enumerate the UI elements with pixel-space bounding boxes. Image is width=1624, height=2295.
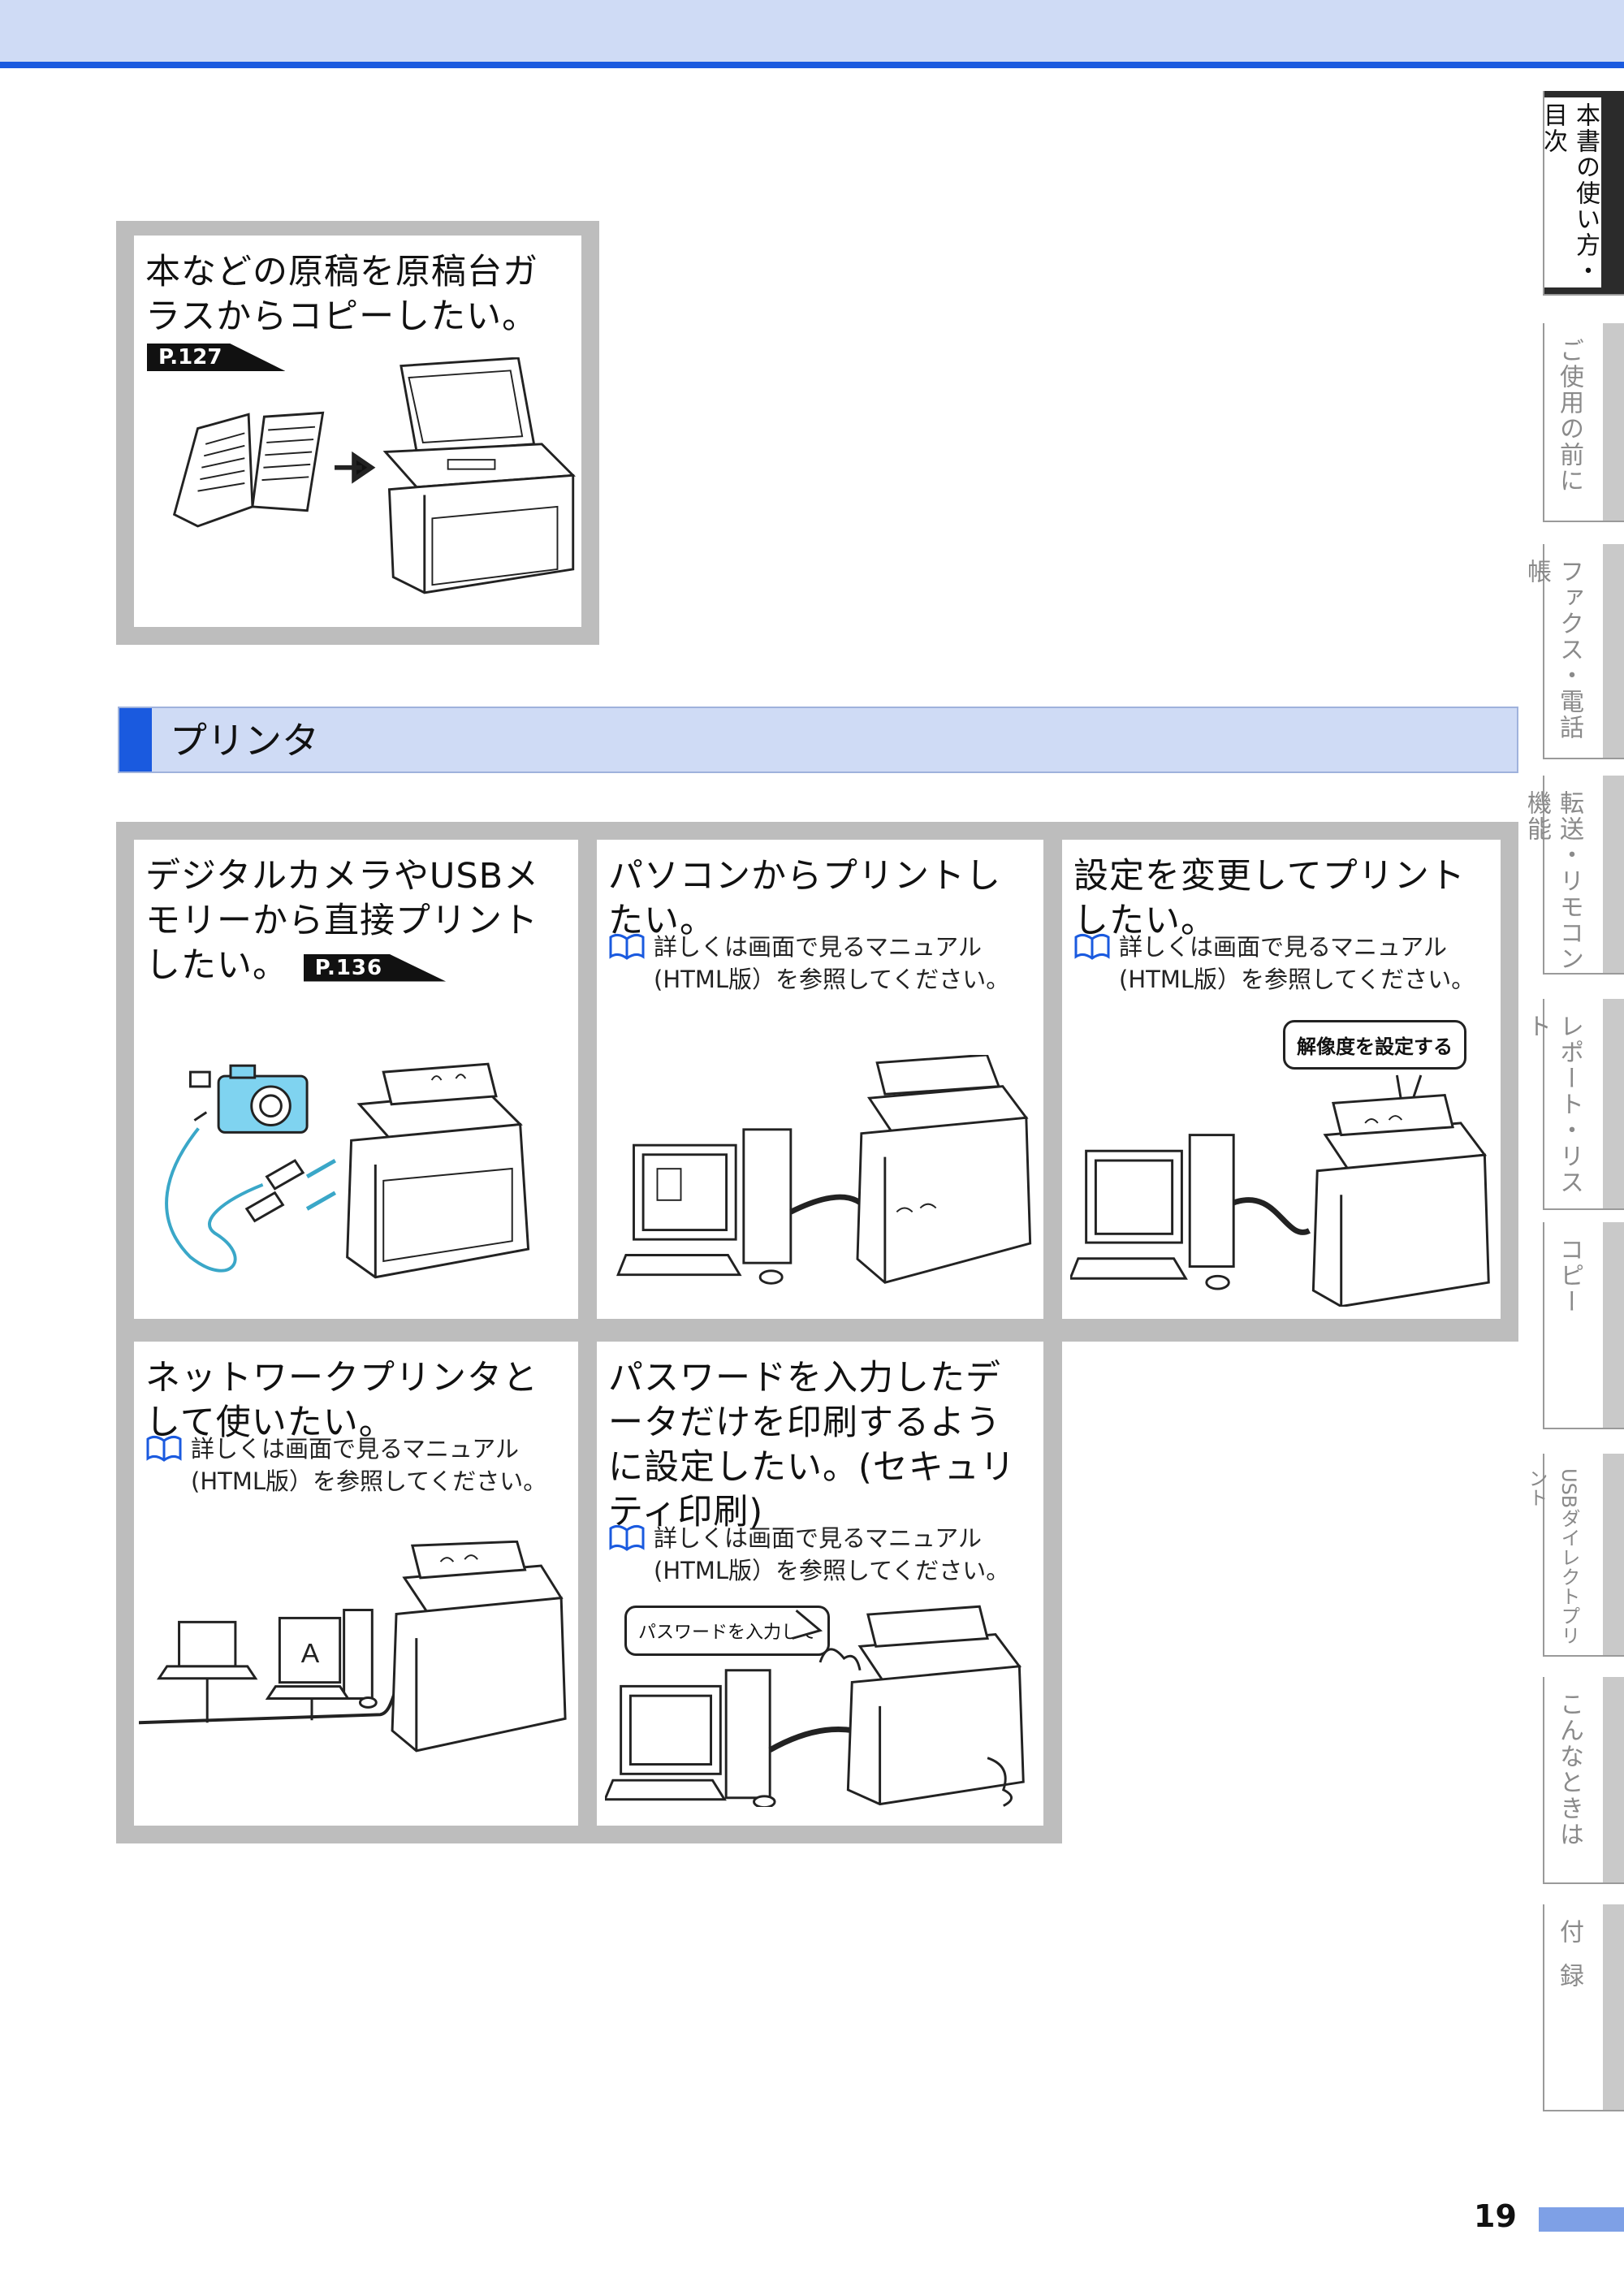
manual-book-icon — [609, 1524, 645, 1551]
manual-note: 詳しくは画面で見るマニュアル (HTML版）を参照してください。 — [1073, 931, 1496, 996]
manual-book-icon — [146, 1435, 182, 1462]
top-header-band — [0, 0, 1624, 68]
page-number: 19 — [1474, 2198, 1517, 2234]
manual-book-icon — [609, 933, 645, 960]
laptop-icon — [156, 1620, 258, 1680]
card-title: パスワードを入力したデータだけを印刷するように設定したい。(セキュリティ印刷) — [608, 1358, 1016, 1532]
card-title: ネットワークプリンタとして使いたい。 — [145, 1358, 538, 1443]
computer-icon — [605, 1669, 776, 1807]
manual-book-icon — [1074, 933, 1110, 960]
camera-icon — [188, 1064, 309, 1134]
page-number-strip — [1539, 2207, 1624, 2232]
usb-cable-icon — [165, 1111, 264, 1273]
tab-label: コピー — [1555, 1237, 1583, 1315]
card-title: 設定を変更してプリントしたい。 — [1073, 856, 1466, 941]
card-title: パソコンからプリントしたい。 — [608, 856, 1001, 941]
copy-card-title: 本などの原稿を原稿台ガラスからコピーしたい。 — [145, 252, 538, 337]
speech-bubble: 解像度を設定する — [1283, 1020, 1466, 1070]
tab-forward-remote[interactable]: 転送・リモコン機能 — [1522, 776, 1624, 975]
camera-usb-printer-illustration — [165, 1062, 530, 1279]
card-network-printer: ネットワークプリンタとして使いたい。 詳しくは画面で見るマニュアル (HTML版… — [134, 1342, 578, 1826]
copy-card: 本などの原稿を原稿台ガラスからコピーしたい。 P.127 — [134, 236, 581, 627]
tab-label: ご使用の前に — [1555, 338, 1583, 494]
tab-before-use[interactable]: ご使用の前に — [1543, 323, 1624, 522]
printer-character-icon — [1311, 1093, 1490, 1307]
tab-label: レポート・リスト — [1522, 1014, 1583, 1195]
open-book-icon — [172, 411, 325, 528]
printer-character-icon — [856, 1055, 1032, 1284]
tab-label: ファクス・電話帳 — [1522, 559, 1583, 741]
desktop-computer-icon — [265, 1609, 378, 1709]
manual-note: 詳しくは画面で見るマニュアル (HTML版）を参照してください。 — [608, 1522, 1039, 1587]
section-title: プリンタ — [170, 719, 319, 763]
tab-label: 転送・リモコン機能 — [1522, 790, 1583, 972]
manual-note: 詳しくは画面で見るマニュアル (HTML版）を参照してください。 — [145, 1433, 573, 1498]
computer-icon — [616, 1128, 793, 1285]
tab-label: こんなときは — [1555, 1692, 1583, 1848]
tab-label: 付録 — [1555, 1919, 1583, 2007]
usb-memory-icon — [244, 1159, 305, 1223]
printer-character-icon — [346, 1062, 530, 1279]
tab-label: 本書の使い方・目次 — [1539, 97, 1601, 287]
tab-appendix[interactable]: 付録 — [1543, 1904, 1624, 2111]
card-settings-print: 設定を変更してプリントしたい。 詳しくは画面で見るマニュアル (HTML版）を参… — [1062, 840, 1501, 1319]
card-secure-print: パスワードを入力したデータだけを印刷するように設定したい。(セキュリティ印刷) … — [597, 1342, 1043, 1826]
tab-usb-direct-print[interactable]: USBダイレクトプリント — [1525, 1454, 1624, 1657]
card-title: デジタルカメラやUSBメモリーから直接プリントしたい。 P.136 — [145, 856, 540, 986]
tab-manual-contents[interactable]: 本書の使い方・目次 — [1539, 91, 1624, 296]
password-print-illustration — [605, 1605, 1025, 1807]
computer-icon — [1070, 1134, 1235, 1290]
copy-card-frame: 本などの原稿を原稿台ガラスからコピーしたい。 P.127 — [116, 221, 599, 645]
card-direct-print: デジタルカメラやUSBメモリーから直接プリントしたい。 P.136 — [134, 840, 578, 1319]
tab-label: USBダイレクトプリント — [1525, 1468, 1580, 1645]
printer-character-icon — [391, 1541, 567, 1753]
card-pc-print: パソコンからプリントしたい。 詳しくは画面で見るマニュアル (HTML版）を参照… — [597, 840, 1043, 1319]
printer-character-icon — [818, 1605, 1025, 1807]
arrow-right-icon — [335, 451, 376, 484]
book-to-scanner-illustration — [172, 357, 576, 594]
pc-printer-settings-illustration — [1070, 1074, 1490, 1307]
page-ref-badge[interactable]: P.136 — [303, 953, 447, 982]
cable-line — [1233, 1197, 1311, 1235]
tab-fax-phonebook[interactable]: ファクス・電話帳 — [1522, 544, 1624, 759]
pc-printer-illustration — [616, 1055, 1032, 1285]
tab-copy[interactable]: コピー — [1543, 1222, 1624, 1429]
manual-note: 詳しくは画面で見るマニュアル (HTML版）を参照してください。 — [608, 931, 1039, 996]
tab-troubleshooting[interactable]: こんなときは — [1543, 1677, 1624, 1884]
network-printer-illustration: A — [139, 1541, 567, 1753]
section-header-printer: プリンタ — [118, 707, 1518, 773]
tab-report-list[interactable]: レポート・リスト — [1522, 999, 1624, 1210]
screen-letter: A — [301, 1639, 320, 1669]
printer-scanner-icon — [382, 357, 576, 594]
